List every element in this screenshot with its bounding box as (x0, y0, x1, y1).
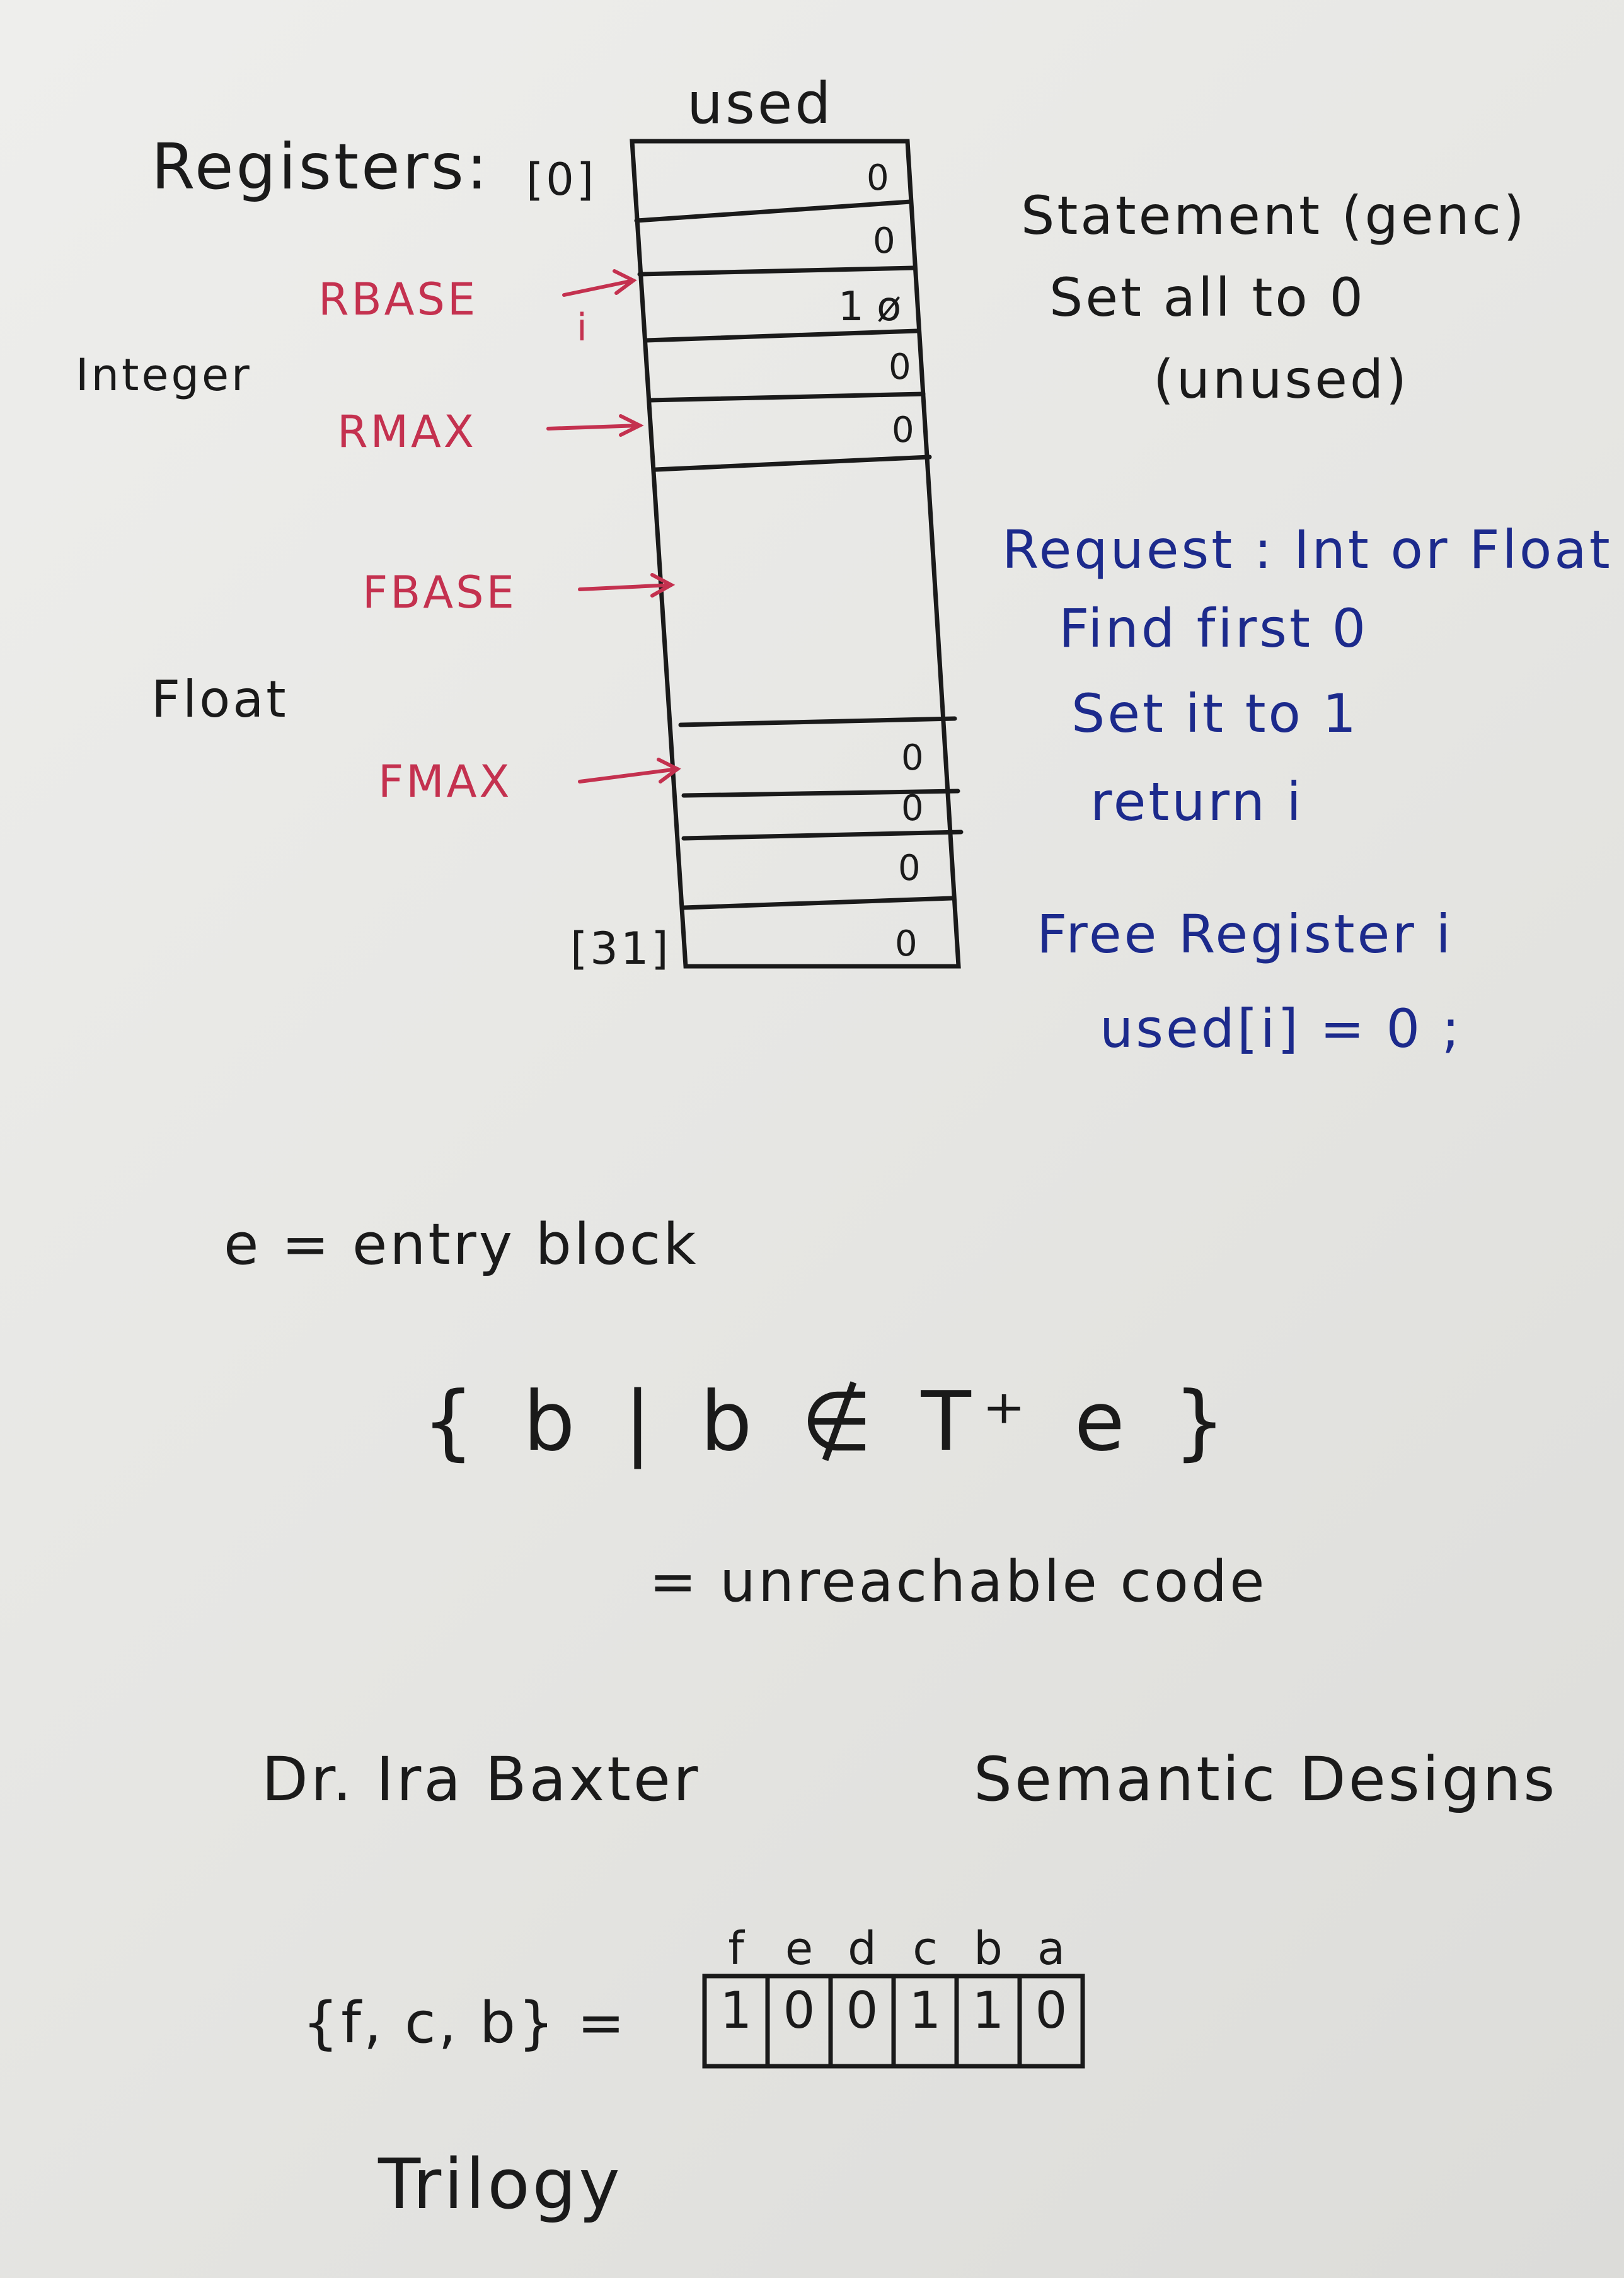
used-cell: 0 (895, 923, 918, 964)
free-note-line: used[i] = 0 ; (1100, 998, 1463, 1060)
used-cell: 0 (901, 737, 924, 778)
row-divider (634, 199, 913, 223)
index-i-label: i (577, 306, 590, 350)
bit-header: f (728, 1922, 744, 1975)
first-index: [0] (526, 154, 597, 205)
row-divider (647, 391, 926, 403)
bit-value: 1 (720, 1981, 752, 2040)
request-note-line: Request : Int or Float (1002, 519, 1613, 581)
used-cell: 0 (898, 848, 921, 889)
rbase-label: RBASE (318, 274, 478, 325)
row-divider (637, 265, 916, 277)
rmax-label: RMAX (337, 406, 476, 458)
used-header: used (687, 71, 834, 137)
author-name: Dr. Ira Baxter (262, 1744, 701, 1815)
used-cell: 0 (873, 221, 896, 262)
trilogy-label: Trilogy (378, 2144, 623, 2224)
request-note-line: Set it to 1 (1071, 683, 1359, 744)
bit-header: d (848, 1922, 877, 1975)
used-cell: 0 (901, 788, 924, 829)
bit-value: 0 (783, 1981, 815, 2040)
bit-value: 1 (972, 1981, 1005, 2040)
fbase-arrow (578, 573, 676, 598)
statement-note-line: Set all to 0 (1049, 267, 1366, 328)
fbase-label: FBASE (362, 567, 517, 618)
float-label: Float (151, 670, 289, 729)
row-divider (643, 328, 919, 343)
unreachable-code-label: = unreachable code (649, 1549, 1267, 1615)
registers-title: Registers: (151, 130, 490, 204)
bit-value: 0 (846, 1981, 878, 2040)
used-cell: 0 (889, 347, 911, 388)
company-name: Semantic Designs (974, 1744, 1558, 1815)
row-divider (678, 716, 957, 727)
free-note-line: Free Register i (1037, 903, 1453, 965)
bit-header: e (785, 1922, 814, 1975)
used-cell: 1 ø (838, 284, 902, 330)
rbase-arrow (562, 269, 637, 297)
request-note-line: Find first 0 (1059, 598, 1369, 659)
row-divider (681, 789, 960, 798)
bitset-expression: {f, c, b} = (302, 1990, 628, 2056)
bit-header: b (974, 1922, 1003, 1975)
used-cell: 0 (867, 158, 889, 199)
statement-note-line: (unused) (1153, 349, 1410, 410)
bit-value: 0 (1035, 1981, 1068, 2040)
table-outline (630, 139, 961, 969)
bit-value: 1 (909, 1981, 942, 2040)
row-divider (653, 454, 932, 472)
row-divider (681, 896, 954, 910)
entry-block-definition: e = entry block (224, 1211, 699, 1278)
bit-header: c (913, 1922, 938, 1975)
integer-label: Integer (76, 349, 252, 401)
row-divider (681, 830, 964, 841)
set-expression: { b | b ∉ T⁺ e } (422, 1373, 1237, 1469)
fmax-arrow (578, 758, 681, 783)
last-index: [31] (570, 923, 671, 974)
fmax-label: FMAX (378, 756, 512, 807)
bit-header: a (1037, 1922, 1066, 1975)
request-note-line: return i (1090, 771, 1304, 833)
used-cell: 0 (892, 410, 914, 451)
rmax-arrow (546, 414, 644, 437)
statement-note-line: Statement (genc) (1021, 185, 1527, 246)
